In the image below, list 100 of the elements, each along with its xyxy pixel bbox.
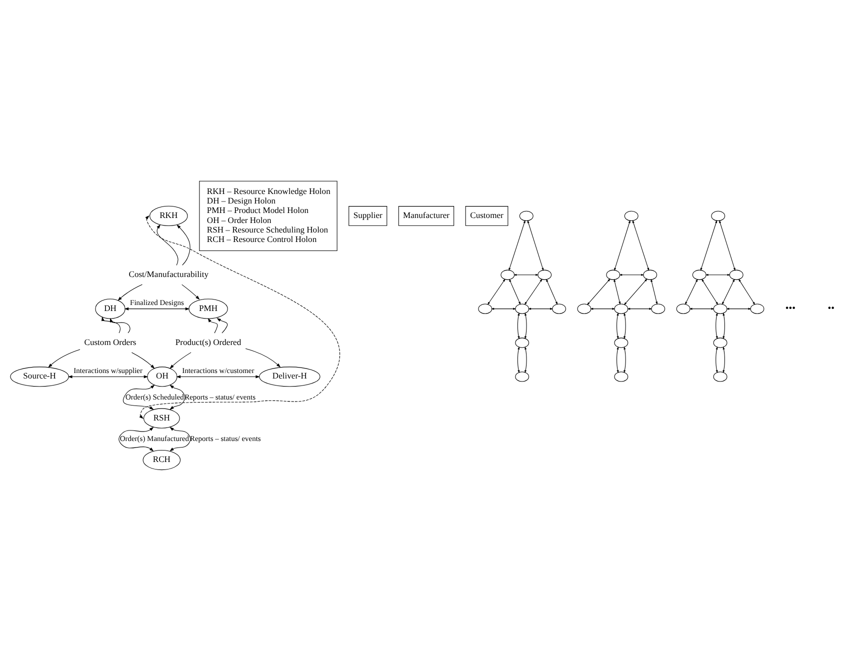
arrow xyxy=(726,308,752,310)
arrow xyxy=(524,278,542,305)
node-ellipse xyxy=(515,338,530,348)
arrow xyxy=(487,278,506,305)
node-box: Supplier xyxy=(348,206,388,226)
edge-label: Order(s) Scheduled xyxy=(126,392,184,402)
arrow xyxy=(156,224,178,266)
node-ellipse: Deliver-H xyxy=(259,366,320,387)
node-ellipse xyxy=(478,304,492,314)
arrow xyxy=(491,308,516,310)
node-ellipse xyxy=(515,372,530,382)
arrow xyxy=(176,224,190,266)
arrow xyxy=(170,384,186,410)
arrow xyxy=(170,352,192,369)
arrow xyxy=(700,220,718,271)
node-ellipse xyxy=(614,338,628,348)
node-ellipse xyxy=(643,270,658,280)
arrow xyxy=(517,312,520,340)
arrow xyxy=(702,278,718,305)
edge-label: Reports – status/ events xyxy=(190,434,261,444)
arrow xyxy=(102,316,121,334)
arrow xyxy=(216,318,228,334)
arrow xyxy=(616,346,619,374)
arrow xyxy=(689,308,714,310)
node-ellipse xyxy=(624,210,638,222)
node-ellipse xyxy=(577,304,592,314)
arrow xyxy=(590,308,616,310)
arrow xyxy=(68,375,148,378)
arrow xyxy=(48,349,80,368)
node-ellipse xyxy=(676,304,690,314)
arrow xyxy=(632,220,650,271)
node-ellipse: RSH xyxy=(143,408,180,428)
node-text: Cost/Manufacturability xyxy=(128,268,209,279)
arrow xyxy=(546,278,558,305)
arrow xyxy=(624,312,626,340)
edge-label: Interactions w/supplier xyxy=(74,366,142,376)
arrow xyxy=(616,312,619,340)
arrow xyxy=(508,220,526,271)
arrow xyxy=(139,215,340,419)
node-ellipse xyxy=(651,304,666,314)
arrow xyxy=(118,426,154,452)
node-ellipse xyxy=(713,338,728,348)
arrow xyxy=(738,278,756,305)
node-text: Product(s) Ordered xyxy=(175,336,242,347)
node-ellipse xyxy=(614,372,628,382)
node-box: RKH – Resource Knowledge Holon DH – Design Holon PMH – Product Model Holon OH – Order Holon RSH – Resource Scheduling Holon RCH – Resource Control Holon xyxy=(199,180,338,252)
arrow xyxy=(722,278,735,305)
arrow xyxy=(118,284,142,301)
label: ••• xyxy=(785,303,796,314)
node-ellipse: RCH xyxy=(142,450,181,470)
arrow xyxy=(176,375,260,378)
arrow xyxy=(716,312,718,340)
arrow xyxy=(722,346,725,374)
arrow xyxy=(182,284,200,300)
arrow xyxy=(722,312,725,340)
node-ellipse xyxy=(552,304,566,314)
node-ellipse xyxy=(614,304,628,314)
edge-label: Reports – status/ events xyxy=(184,392,256,402)
node-ellipse xyxy=(515,304,530,314)
arrow xyxy=(619,274,644,276)
arrow xyxy=(509,278,521,305)
arrow xyxy=(170,426,191,452)
arrow xyxy=(514,274,539,276)
arrow xyxy=(627,308,652,310)
arrow xyxy=(528,308,554,310)
node-ellipse: OH xyxy=(147,366,178,387)
edge-label: Order(s) Manufactured xyxy=(120,434,190,444)
arrow xyxy=(685,278,698,305)
node-ellipse: Source-H xyxy=(10,366,69,387)
arrow xyxy=(524,346,527,374)
node-box: Manufacturer xyxy=(398,206,454,226)
arrow xyxy=(650,278,658,305)
node-ellipse xyxy=(750,304,764,314)
arrow xyxy=(586,278,610,306)
node-ellipse xyxy=(538,270,552,280)
arrow xyxy=(614,220,630,271)
node-ellipse xyxy=(713,372,728,382)
node-ellipse: PMH xyxy=(188,298,228,319)
arrow xyxy=(208,318,218,334)
arrow xyxy=(705,274,730,276)
arrow xyxy=(110,318,130,334)
arrow xyxy=(716,346,718,374)
arrow xyxy=(524,312,527,340)
node-ellipse xyxy=(713,304,728,314)
edge-label: Interactions w/customer xyxy=(182,366,254,376)
arrow xyxy=(614,278,621,305)
node-text: Custom Orders xyxy=(84,336,136,347)
arrow xyxy=(124,307,190,310)
node-ellipse xyxy=(606,270,620,280)
node-ellipse xyxy=(519,210,534,222)
arrow xyxy=(245,348,281,368)
edge-label: Finalized Designs xyxy=(130,298,184,308)
arrow xyxy=(719,220,736,271)
node-ellipse xyxy=(500,270,515,280)
node-box: Customer xyxy=(465,206,508,226)
arrow xyxy=(131,352,155,369)
arrow xyxy=(624,346,626,374)
node-ellipse: RKH xyxy=(150,206,188,226)
node-ellipse xyxy=(692,270,706,280)
node-ellipse xyxy=(711,210,726,222)
